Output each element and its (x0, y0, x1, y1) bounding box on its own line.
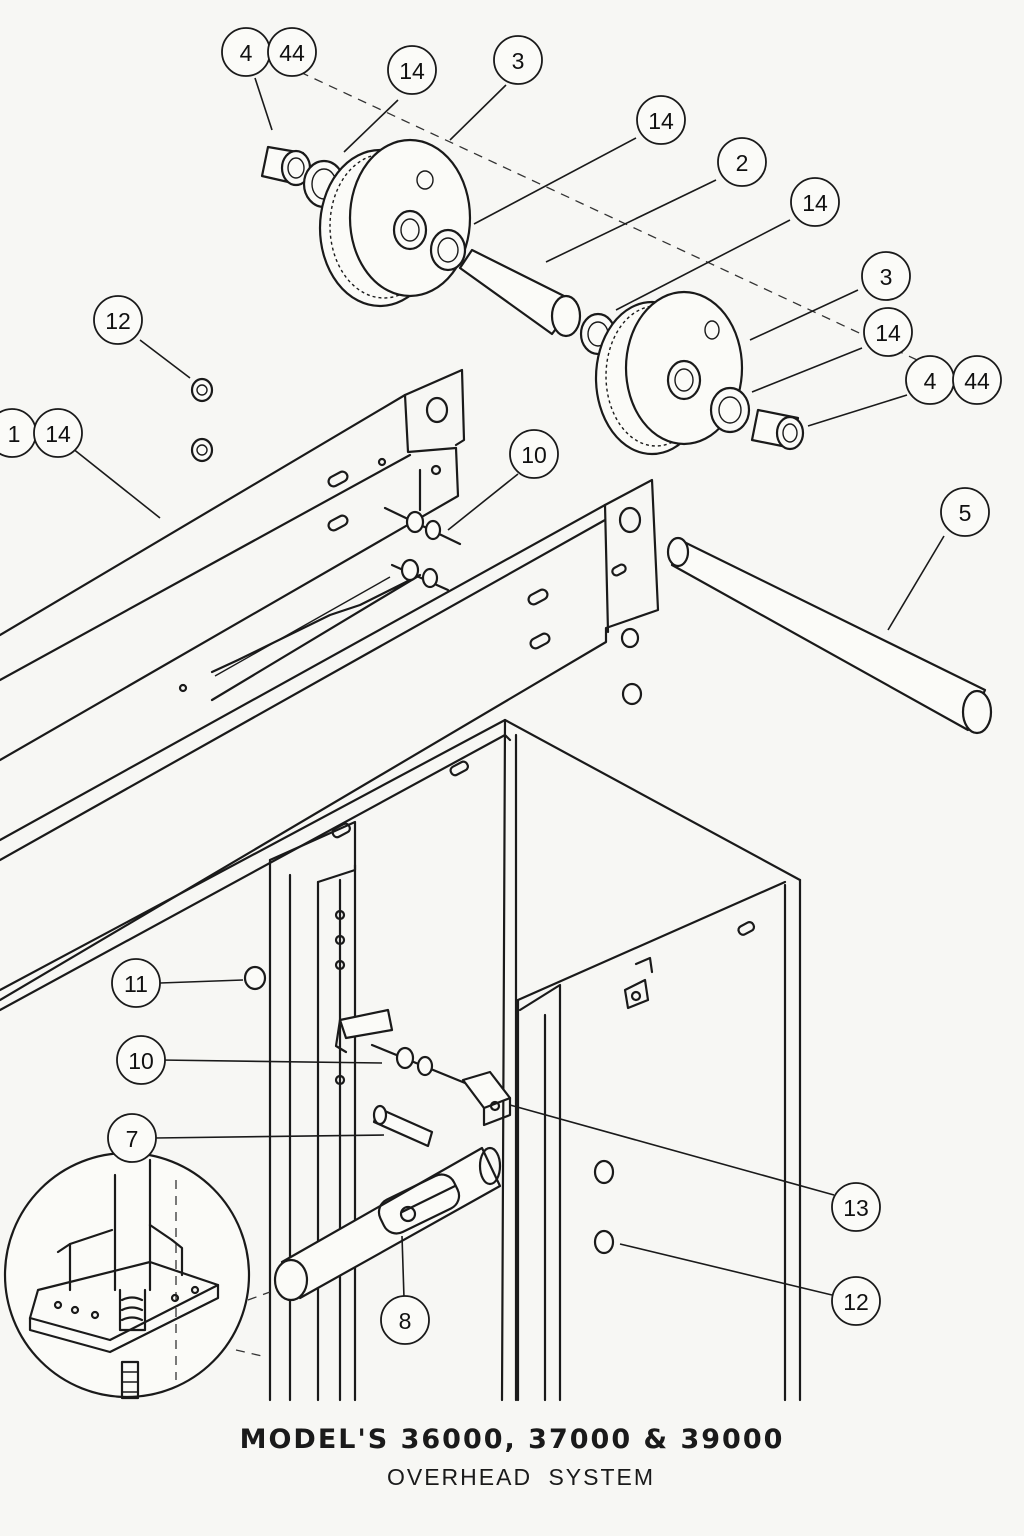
svg-text:11: 11 (124, 971, 148, 997)
svg-text:3: 3 (512, 48, 525, 74)
svg-text:14: 14 (648, 108, 674, 134)
svg-text:10: 10 (521, 442, 547, 468)
callout-10-mid: 10 (116, 1035, 166, 1085)
svg-text:3: 3 (880, 264, 893, 290)
callout-3-right: 3 (861, 251, 911, 301)
system-subtitle: OVERHEAD SYSTEM (386, 1464, 656, 1490)
callout-1: 1 (0, 408, 37, 458)
svg-text:44: 44 (279, 40, 305, 66)
svg-text:12: 12 (843, 1289, 869, 1315)
svg-text:12: 12 (105, 308, 131, 334)
callout-12-bottom: 12 (831, 1276, 881, 1326)
nut-top-upper (190, 377, 214, 403)
callout-44-top: 44 (267, 27, 317, 77)
svg-text:14: 14 (45, 421, 71, 447)
pulley-top (318, 138, 472, 308)
svg-text:5: 5 (959, 500, 972, 526)
rail-frame (0, 368, 660, 1002)
roller (273, 1146, 502, 1302)
callout-13: 13 (831, 1182, 881, 1232)
svg-text:14: 14 (802, 190, 828, 216)
callout-11: 11 (111, 958, 161, 1008)
housing (0, 718, 802, 1402)
callout-14-d: 14 (863, 307, 913, 357)
bearing-right (750, 408, 805, 451)
svg-text:1: 1 (8, 421, 21, 447)
svg-text:10: 10 (128, 1048, 154, 1074)
svg-text:44: 44 (964, 368, 990, 394)
svg-text:2: 2 (736, 150, 749, 176)
svg-text:7: 7 (126, 1126, 139, 1152)
washer-right (709, 386, 751, 434)
callout-44-right: 44 (952, 355, 1002, 405)
callout-7: 7 (107, 1113, 157, 1163)
callout-14-c: 14 (790, 177, 840, 227)
model-title: MODEL'S 36000, 37000 & 39000 (239, 1424, 785, 1455)
svg-text:4: 4 (924, 368, 937, 394)
svg-text:14: 14 (875, 320, 901, 346)
bearing-top-left (260, 145, 312, 187)
pin (372, 1104, 434, 1148)
shaft (666, 536, 993, 735)
callout-10-top: 10 (509, 429, 559, 479)
callout-2: 2 (717, 137, 767, 187)
nut-top-lower (190, 437, 214, 463)
svg-text:13: 13 (843, 1195, 869, 1221)
svg-text:8: 8 (399, 1308, 412, 1334)
callout-14-b: 14 (636, 95, 686, 145)
callout-5: 5 (940, 487, 990, 537)
washer-top-right (429, 228, 467, 272)
callout-3-top: 3 (493, 35, 543, 85)
callout-8: 8 (380, 1295, 430, 1345)
svg-text:4: 4 (240, 40, 253, 66)
svg-text:14: 14 (399, 58, 425, 84)
callout-4-right: 4 (905, 355, 955, 405)
hanger-assembly (243, 965, 512, 1127)
callout-14-left: 14 (33, 408, 83, 458)
callout-14-a: 14 (387, 45, 437, 95)
callout-4-top: 4 (221, 27, 271, 77)
detail-inset (3, 1151, 271, 1400)
spacer-tube (458, 248, 582, 338)
callout-12-top: 12 (93, 295, 143, 345)
leader-lines (71, 77, 945, 1299)
